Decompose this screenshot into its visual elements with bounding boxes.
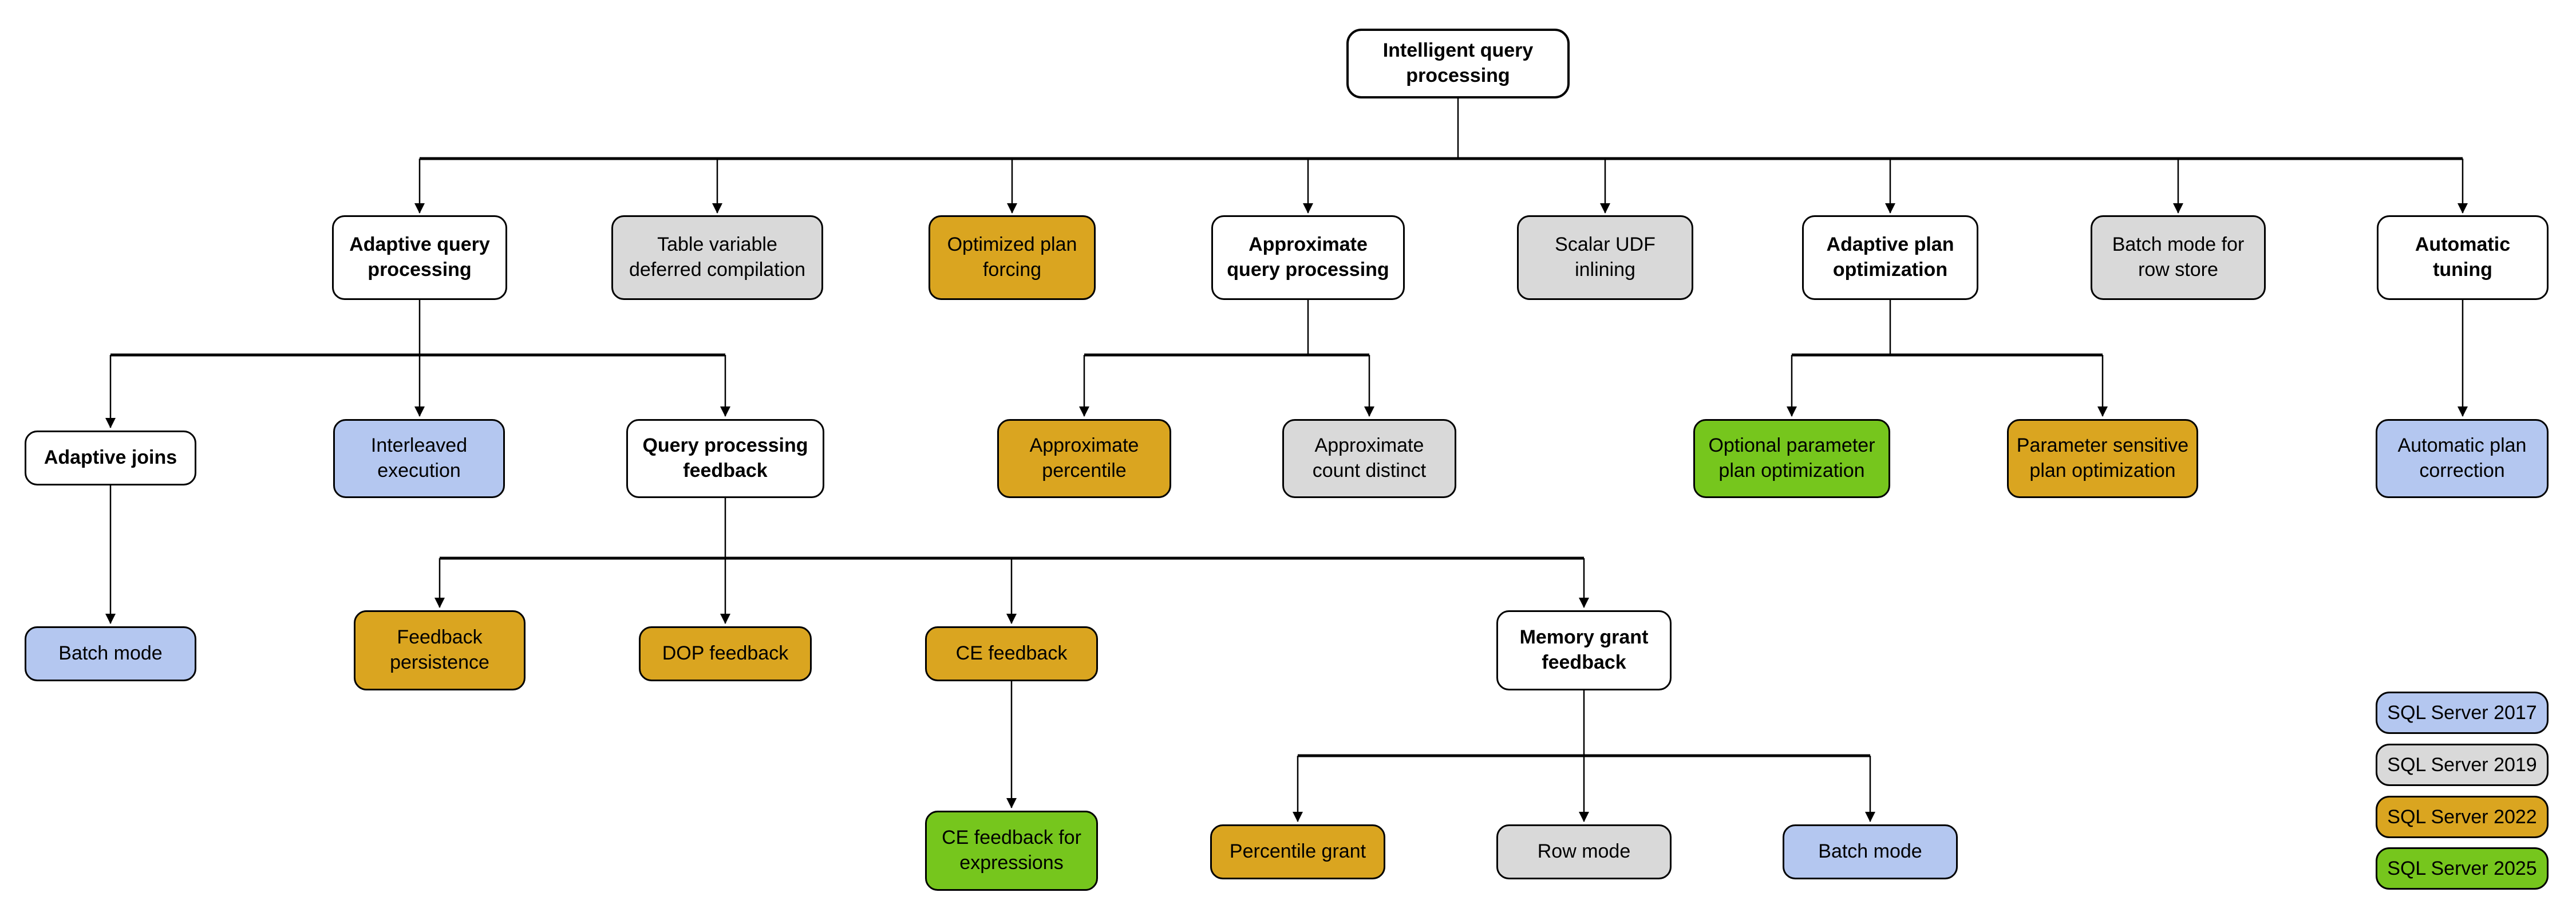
node-table-variable-deferred-compilation: Table variable deferred compilation <box>611 215 823 300</box>
node-automatic-plan-correction: Automatic plan correction <box>2376 419 2549 498</box>
node-batch-mode-for-row-store: Batch mode for row store <box>2091 215 2266 300</box>
node-automatic-tuning: Automatic tuning <box>2377 215 2549 300</box>
node-feedback-persistence: Feedback persistence <box>354 610 526 690</box>
node-query-processing-feedback: Query processing feedback <box>626 419 824 498</box>
node-approximate-percentile: Approximate percentile <box>997 419 1171 498</box>
node-interleaved-execution: Interleaved execution <box>333 419 505 498</box>
node-batch-mode-adaptive-joins: Batch mode <box>25 626 196 681</box>
node-dop-feedback: DOP feedback <box>639 626 812 681</box>
node-parameter-sensitive-plan-optimization: Parameter sensitive plan optimization <box>2007 419 2198 498</box>
legend-sql-server-2019: SQL Server 2019 <box>2376 744 2549 786</box>
legend-sql-server-2025: SQL Server 2025 <box>2376 847 2549 890</box>
node-adaptive-joins: Adaptive joins <box>25 431 196 485</box>
node-ce-feedback: CE feedback <box>925 626 1098 681</box>
node-percentile-grant: Percentile grant <box>1210 824 1385 879</box>
node-adaptive-plan-optimization: Adaptive plan optimization <box>1802 215 1978 300</box>
node-approximate-count-distinct: Approximate count distinct <box>1282 419 1456 498</box>
node-approximate-query-processing: Approximate query processing <box>1211 215 1405 300</box>
node-memory-grant-feedback: Memory grant feedback <box>1496 610 1672 690</box>
node-batch-mode-memory-grant: Batch mode <box>1783 824 1958 879</box>
node-optional-parameter-plan-optimization: Optional parameter plan optimization <box>1693 419 1890 498</box>
node-scalar-udf-inlining: Scalar UDF inlining <box>1517 215 1693 300</box>
legend-sql-server-2017: SQL Server 2017 <box>2376 692 2549 734</box>
node-row-mode: Row mode <box>1496 824 1672 879</box>
node-adaptive-query-processing: Adaptive query processing <box>332 215 507 300</box>
node-ce-feedback-for-expressions: CE feedback for expressions <box>925 811 1098 891</box>
legend-sql-server-2022: SQL Server 2022 <box>2376 796 2549 838</box>
node-optimized-plan-forcing: Optimized plan forcing <box>929 215 1096 300</box>
node-intelligent-query-processing: Intelligent query processing <box>1346 29 1570 98</box>
